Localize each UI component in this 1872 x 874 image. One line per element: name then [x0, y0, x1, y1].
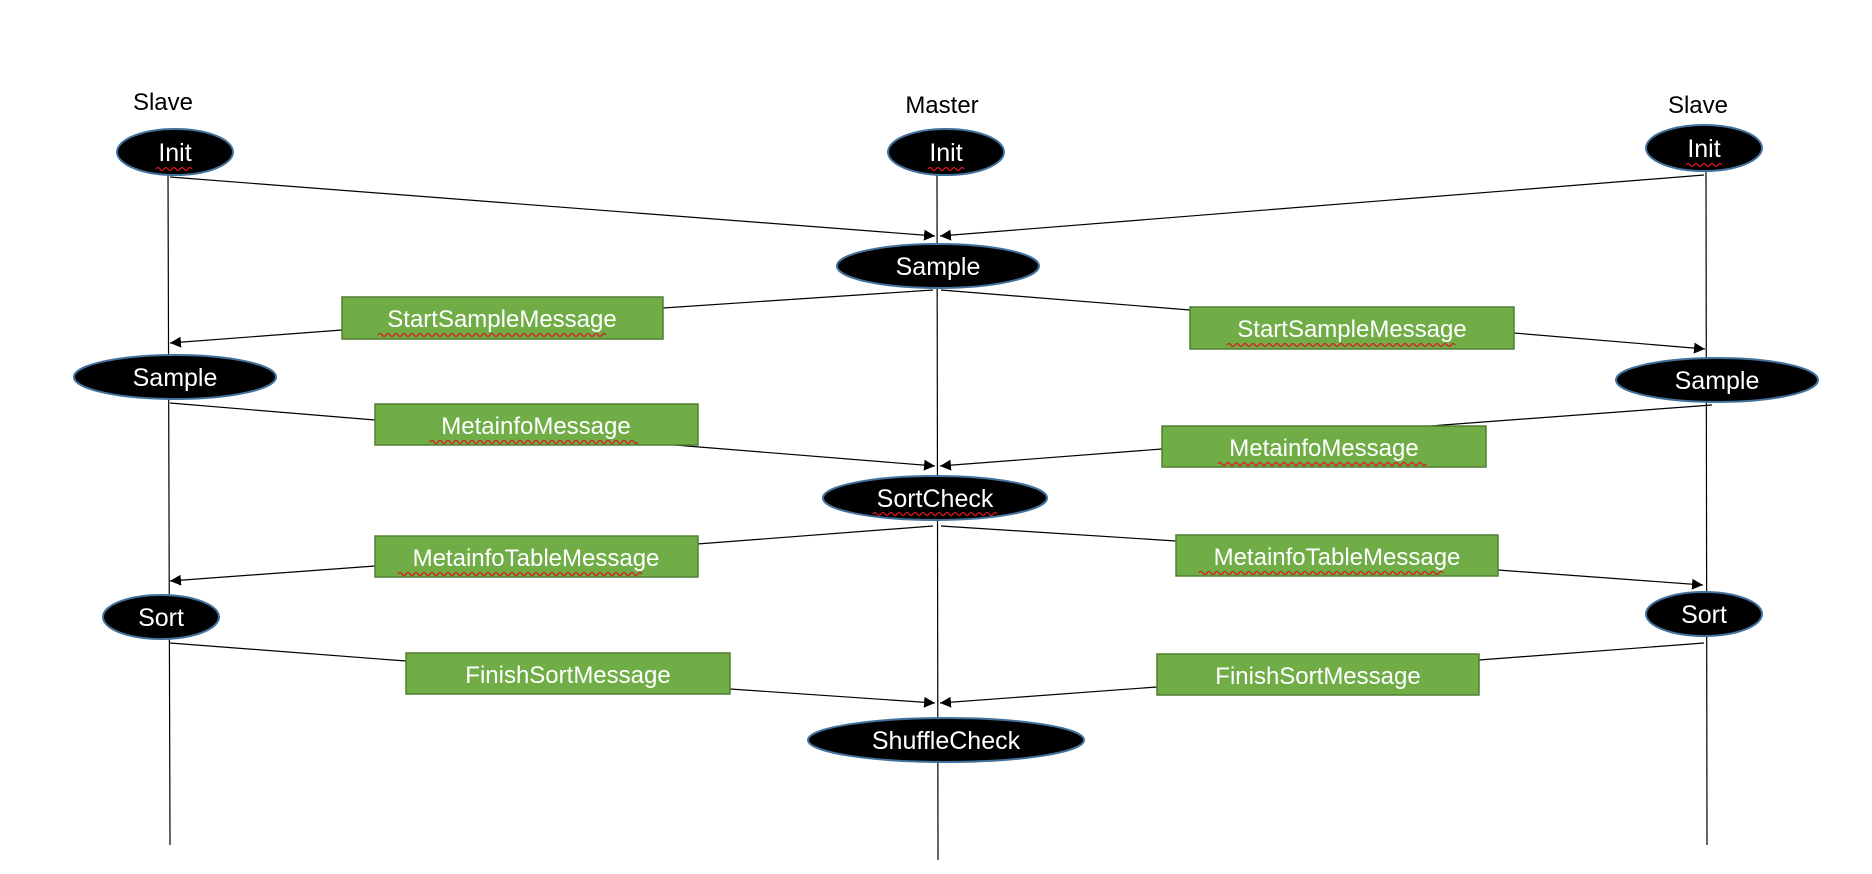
metainfo-message-left: MetainfoMessage: [374, 403, 699, 446]
right-sort-node: Sort: [1645, 591, 1763, 637]
left-role-label: Slave: [133, 89, 193, 116]
right-sort-label: Sort: [1681, 601, 1727, 629]
center-sample-label: Sample: [896, 253, 981, 281]
left-sample-label: Sample: [133, 364, 218, 392]
right-sample-node: Sample: [1615, 357, 1819, 403]
finish-sort-message-right-label: FinishSortMessage: [1215, 663, 1420, 690]
start-sample-message-right: StartSampleMessage: [1189, 306, 1515, 350]
start-sample-message-left-label: StartSampleMessage: [387, 306, 616, 333]
arrow-left-init-to-sample: [169, 176, 936, 241]
message-boxes: StartSampleMessage StartSampleMessage Me…: [341, 296, 1515, 696]
finish-sort-message-right: FinishSortMessage: [1156, 653, 1480, 696]
right-init-node: Init: [1645, 124, 1763, 172]
role-labels: Slave Master Slave: [133, 89, 1728, 119]
right-init-label: Init: [1687, 135, 1720, 163]
left-sort-node: Sort: [102, 594, 220, 640]
center-sortcheck-node: SortCheck: [822, 475, 1048, 521]
metainfo-message-right-label: MetainfoMessage: [1229, 435, 1418, 462]
left-init-node: Init: [116, 128, 234, 176]
start-sample-message-left: StartSampleMessage: [341, 296, 664, 340]
finish-sort-message-left-label: FinishSortMessage: [465, 662, 670, 689]
left-sort-label: Sort: [138, 604, 184, 632]
center-shufflecheck-node: ShuffleCheck: [807, 717, 1085, 763]
center-init-label: Init: [929, 139, 962, 167]
right-sample-label: Sample: [1675, 367, 1760, 395]
metainfo-table-message-right-label: MetainfoTableMessage: [1214, 544, 1461, 571]
metainfo-table-message-left: MetainfoTableMessage: [374, 535, 699, 578]
state-nodes: Init Init Init Sample Sample Sample Sor: [73, 124, 1819, 763]
right-role-label: Slave: [1668, 92, 1728, 119]
left-init-label: Init: [158, 139, 191, 167]
metainfo-message-right: MetainfoMessage: [1161, 425, 1487, 468]
metainfo-message-left-label: MetainfoMessage: [441, 413, 630, 440]
center-init-node: Init: [887, 128, 1005, 176]
metainfo-table-message-right: MetainfoTableMessage: [1175, 534, 1499, 577]
finish-sort-message-left: FinishSortMessage: [405, 652, 731, 695]
left-sample-node: Sample: [73, 354, 277, 400]
center-sample-node: Sample: [836, 243, 1040, 289]
center-role-label: Master: [905, 92, 978, 119]
right-lifeline: [1705, 169, 1708, 846]
center-shufflecheck-label: ShuffleCheck: [872, 727, 1021, 755]
arrow-right-init-to-sample: [939, 174, 1705, 241]
metainfo-table-message-left-label: MetainfoTableMessage: [413, 545, 660, 572]
left-lifeline: [167, 171, 171, 846]
center-sortcheck-label: SortCheck: [877, 485, 994, 513]
start-sample-message-right-label: StartSampleMessage: [1237, 316, 1466, 343]
